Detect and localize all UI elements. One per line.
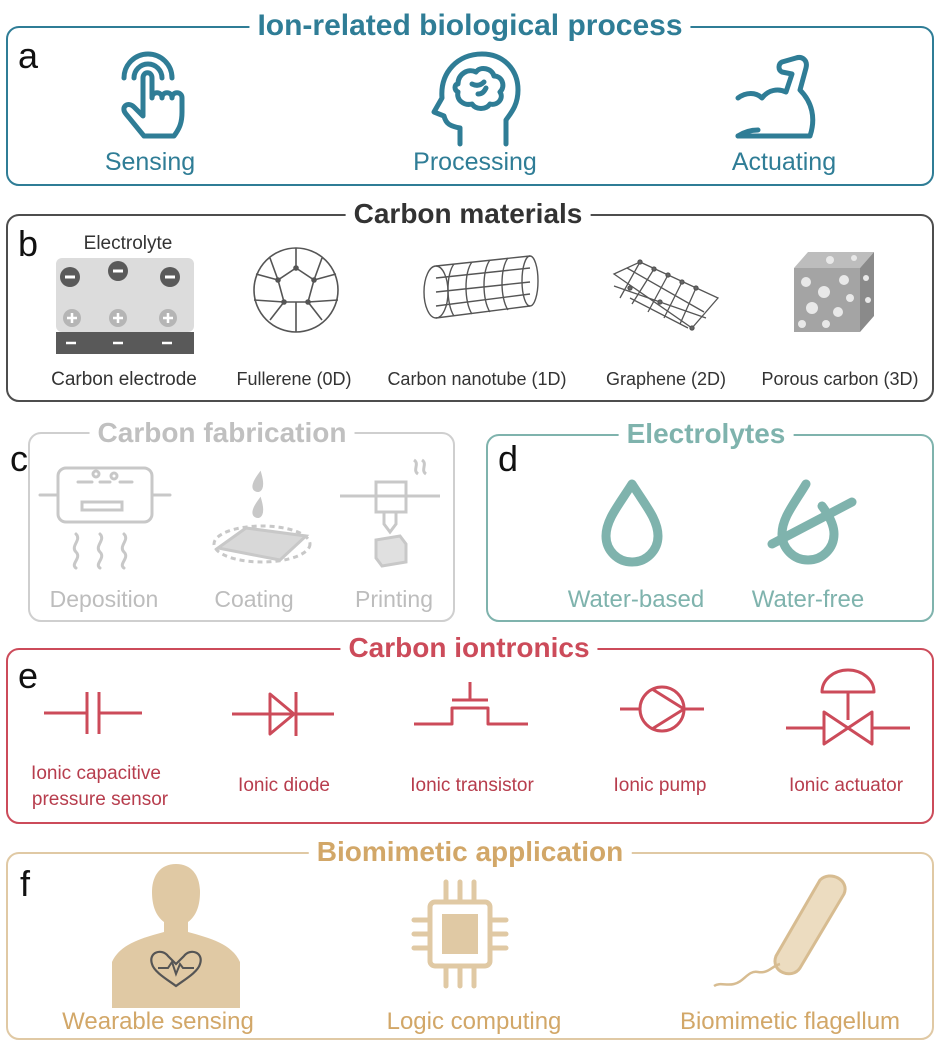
- transistor-symbol-icon: [414, 682, 528, 726]
- wearable-sensing-label: Wearable sensing: [62, 1008, 254, 1035]
- flexed-arm-icon: [735, 55, 816, 139]
- panel-d: [486, 434, 934, 622]
- panel-d-title: Electrolytes: [618, 420, 794, 448]
- printer-icon: [340, 458, 440, 568]
- capacitor-symbol-icon: [44, 692, 142, 734]
- ionic-actuator-label: Ionic actuator: [788, 775, 904, 796]
- coating-icon: [212, 470, 312, 564]
- logic-computing-label: Logic computing: [386, 1008, 562, 1035]
- flagellum-bacterium-icon: [713, 874, 847, 988]
- panel-d-letter: d: [498, 438, 519, 479]
- porous-carbon-icon: [794, 252, 874, 332]
- panel-a-letter: a: [18, 35, 39, 76]
- carbon-electrode-label: Carbon electrode: [51, 369, 197, 390]
- panel-e-title: Carbon iontronics: [340, 634, 598, 662]
- panel-a-title: Ion-related biological process: [249, 11, 691, 41]
- water-based-label: Water-based: [567, 586, 705, 613]
- actuator-valve-icon: [786, 668, 910, 746]
- printing-label: Printing: [355, 586, 433, 612]
- graphene-label: Graphene (2D): [605, 369, 727, 389]
- pump-symbol-icon: [620, 685, 704, 733]
- ionic-pump-label: Ionic pump: [613, 775, 707, 796]
- porous-carbon-label: Porous carbon (3D): [761, 369, 919, 389]
- carbon-nanotube-label: Carbon nanotube (1D): [387, 369, 567, 389]
- panel-e-letter: e: [18, 655, 39, 696]
- human-torso-icon: [112, 864, 240, 1008]
- deposition-label: Deposition: [49, 586, 159, 612]
- head-brain-icon: [431, 51, 521, 147]
- panel-f-title: Biomimetic application: [308, 838, 632, 866]
- panel-c-title: Carbon fabrication: [89, 419, 355, 447]
- panel-b-letter: b: [18, 223, 39, 264]
- electrolyte-label: Electrolyte: [83, 233, 173, 254]
- coating-label: Coating: [214, 586, 294, 612]
- carbon-electrode-diagram: [56, 258, 194, 354]
- carbon-nanotube-icon: [423, 255, 539, 319]
- touch-hand-icon: [121, 51, 185, 139]
- fullerene-icon: [253, 247, 339, 333]
- processing-label: Processing: [413, 148, 537, 176]
- fullerene-label: Fullerene (0D): [236, 369, 352, 389]
- water-drop-icon: [601, 479, 663, 567]
- ionic-diode-label: Ionic diode: [238, 775, 330, 796]
- chip-icon: [411, 879, 509, 989]
- biomimetic-flagellum-label: Biomimetic flagellum: [679, 1008, 901, 1035]
- diode-symbol-icon: [232, 692, 334, 736]
- panel-c-letter: c: [10, 438, 28, 479]
- ionic-transistor-label: Ionic transistor: [410, 775, 534, 796]
- water-free-icon: [767, 479, 857, 565]
- water-free-label: Water-free: [751, 586, 865, 613]
- graphene-icon: [612, 259, 720, 331]
- capacitive-sensor-label-line2: pressure sensor: [31, 789, 169, 810]
- capacitive-sensor-label-line1: Ionic capacitive: [31, 763, 161, 784]
- actuating-label: Actuating: [731, 148, 837, 176]
- panel-b-title: Carbon materials: [345, 200, 591, 228]
- deposition-chamber-icon: [38, 466, 172, 570]
- sensing-label: Sensing: [104, 148, 196, 176]
- panel-f-letter: f: [20, 863, 31, 904]
